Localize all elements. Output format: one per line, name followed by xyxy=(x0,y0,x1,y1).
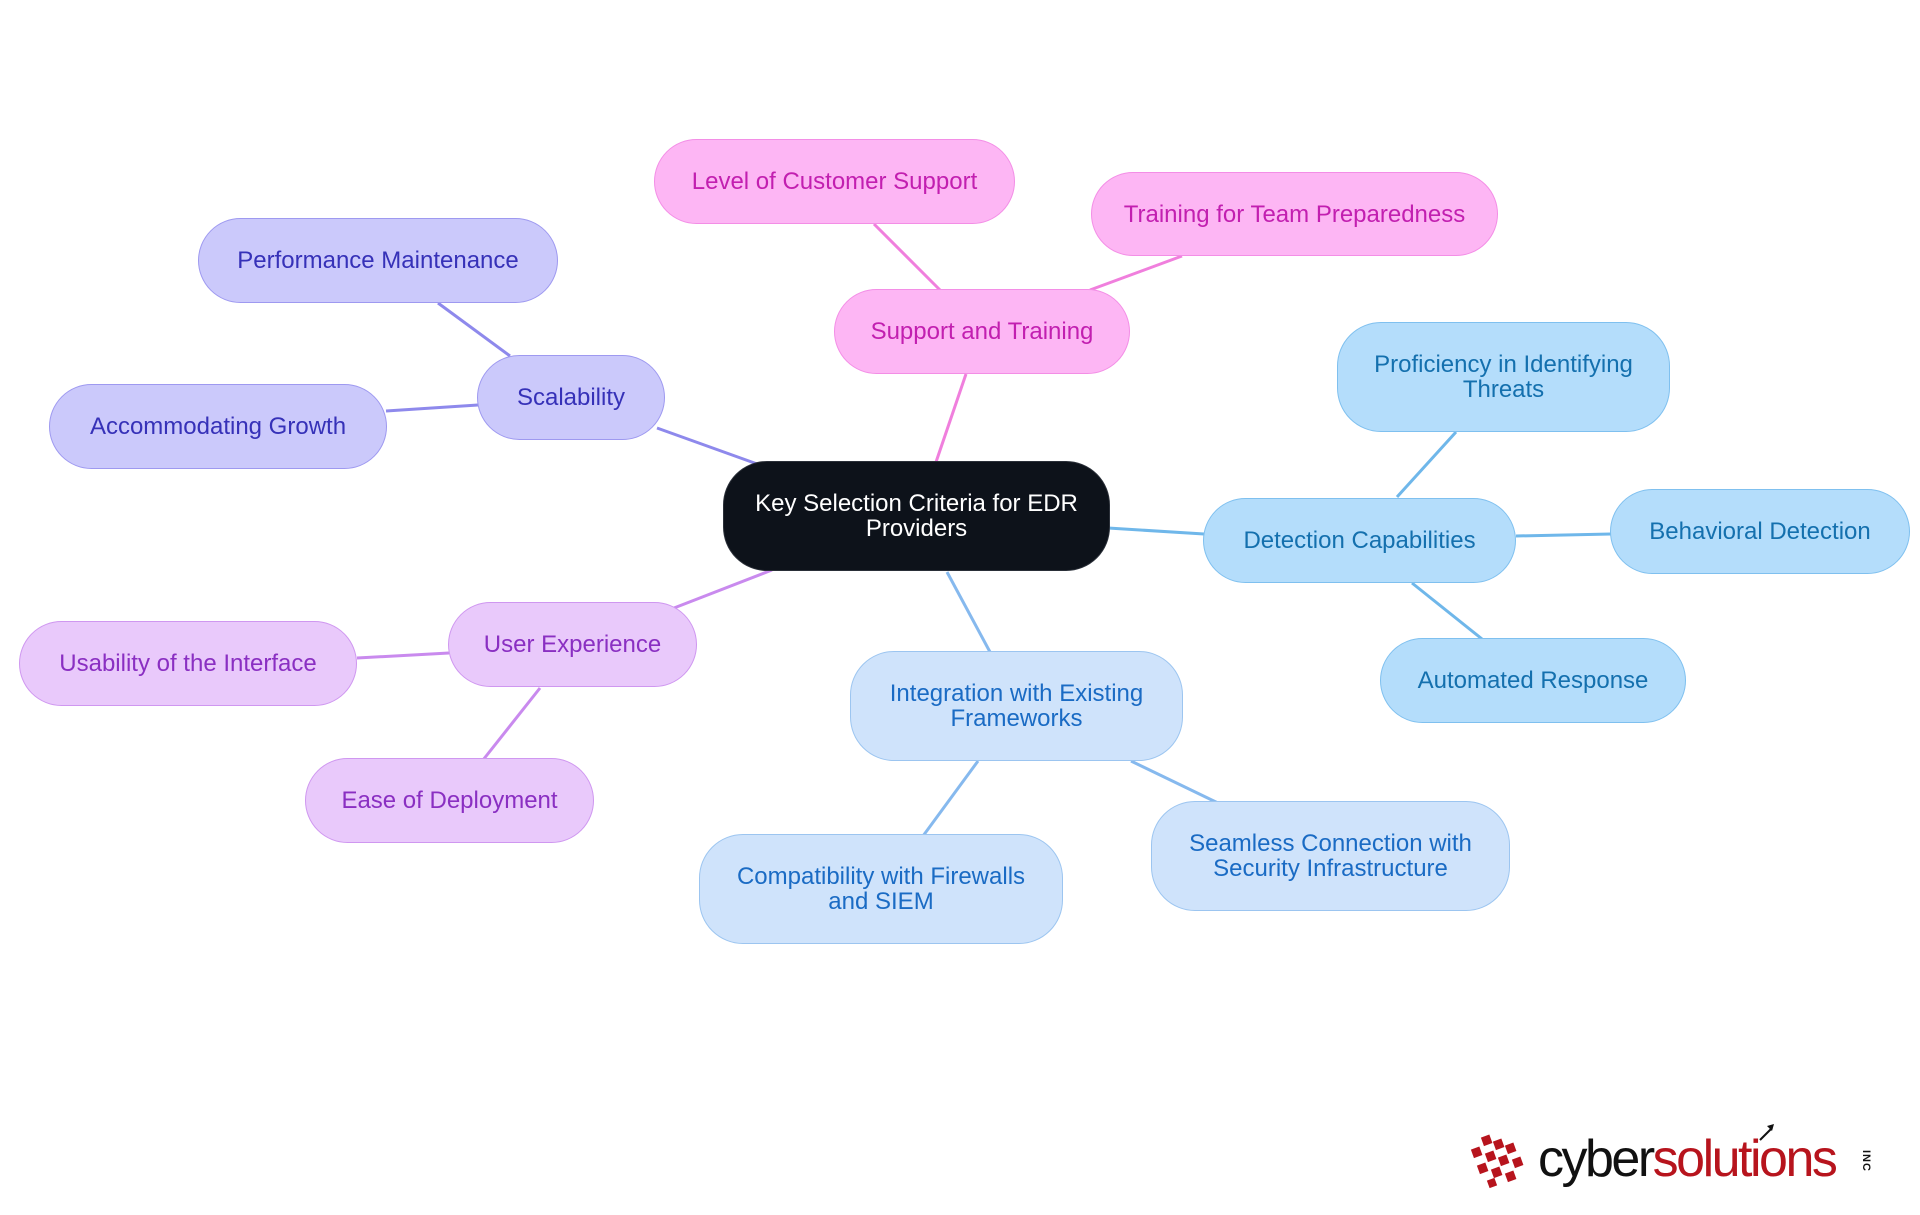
edge-root-scalability xyxy=(656,426,761,467)
edge-det-automated xyxy=(1411,581,1483,641)
leaf-automated-response: Automated Response xyxy=(1380,638,1686,723)
logo-wordmark: cybersolutions xyxy=(1538,1128,1838,1190)
branch-integration-with-existing-frameworks: Integration with Existing Frameworks xyxy=(850,651,1183,761)
logo-part-1: cyber xyxy=(1538,1130,1655,1188)
edge-root-detection xyxy=(1107,526,1205,536)
branch-user-experience: User Experience xyxy=(448,602,697,687)
branch-scalability: Scalability xyxy=(477,355,665,440)
leaf-label: Level of Customer Support xyxy=(691,168,978,195)
leaf-label: Behavioral Detection xyxy=(1649,518,1871,545)
edge-ux-usability xyxy=(356,651,450,660)
leaf-proficiency-in-identifying-threats: Proficiency in Identifying Threats xyxy=(1337,322,1670,432)
leaf-level-of-customer-support: Level of Customer Support xyxy=(654,139,1015,224)
leaf-label: Proficiency in Identifying Threats xyxy=(1374,351,1633,403)
branch-label: Detection Capabilities xyxy=(1243,527,1476,554)
leaf-label: Automated Response xyxy=(1417,667,1649,694)
logo-part-2: solutions xyxy=(1652,1130,1838,1188)
branch-label: Support and Training xyxy=(870,318,1094,345)
branch-label: Integration with Existing Frameworks xyxy=(889,680,1144,732)
edge-ux-deployment xyxy=(481,687,542,761)
leaf-accommodating-growth: Accommodating Growth xyxy=(49,384,387,469)
branch-support-and-training: Support and Training xyxy=(834,289,1130,374)
leaf-label: Usability of the Interface xyxy=(59,650,317,677)
leaf-usability-of-the-interface: Usability of the Interface xyxy=(19,621,357,706)
leaf-ease-of-deployment: Ease of Deployment xyxy=(305,758,594,843)
edge-support-customer xyxy=(872,222,942,292)
leaf-label: Accommodating Growth xyxy=(89,413,347,440)
leaf-behavioral-detection: Behavioral Detection xyxy=(1610,489,1910,574)
edge-int-compat xyxy=(921,760,980,837)
branch-detection-capabilities: Detection Capabilities xyxy=(1203,498,1516,583)
edge-root-ux xyxy=(673,568,773,610)
branch-label: Scalability xyxy=(516,384,626,411)
edge-det-proficiency xyxy=(1395,430,1458,499)
logo-mark-icon xyxy=(1470,1134,1524,1189)
root-node: Key Selection Criteria for EDR Providers xyxy=(723,461,1110,571)
root-label: Key Selection Criteria for EDR Providers xyxy=(755,490,1078,542)
leaf-seamless-connection-with-security-infrastructure: Seamless Connection with Security Infras… xyxy=(1151,801,1510,911)
leaf-compatibility-with-firewalls-and-siem: Compatibility with Firewalls and SIEM xyxy=(699,834,1063,944)
leaf-training-for-team-preparedness: Training for Team Preparedness xyxy=(1091,172,1498,256)
edge-scal-growth xyxy=(385,403,479,413)
edge-scal-performance xyxy=(437,301,511,358)
branch-label: User Experience xyxy=(483,631,662,658)
edge-int-seamless xyxy=(1130,759,1219,805)
leaf-label: Training for Team Preparedness xyxy=(1123,200,1466,228)
leaf-label: Performance Maintenance xyxy=(237,247,519,274)
edge-root-integration xyxy=(945,571,992,653)
edge-det-behavioral xyxy=(1515,532,1612,538)
edge-root-support xyxy=(933,373,968,466)
logo-inc: INC xyxy=(1860,1150,1872,1172)
leaf-label: Ease of Deployment xyxy=(341,787,558,814)
leaf-label: Seamless Connection with Security Infras… xyxy=(1189,830,1472,882)
cybersolutions-logo: cybersolutions INC xyxy=(1468,1124,1880,1190)
edge-support-training xyxy=(1089,254,1183,292)
leaf-performance-maintenance: Performance Maintenance xyxy=(198,218,558,303)
leaf-label: Compatibility with Firewalls and SIEM xyxy=(736,863,1026,915)
logo-arrow-icon xyxy=(1759,1124,1774,1141)
